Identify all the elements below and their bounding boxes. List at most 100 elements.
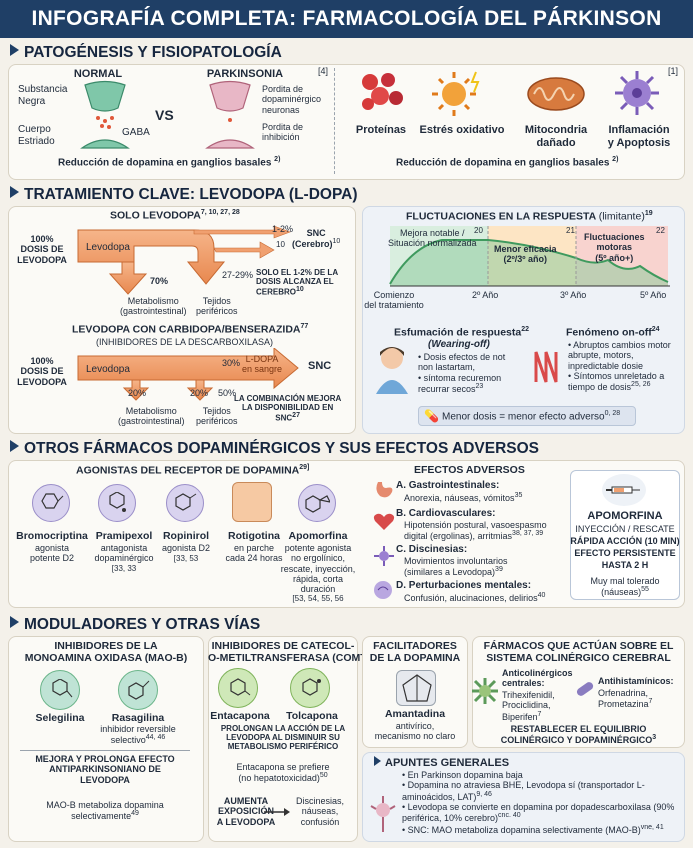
patch-icon <box>232 482 272 522</box>
mitochondria-icon <box>527 77 585 111</box>
on-off-wave-icon <box>534 351 558 383</box>
neuron-icon <box>370 796 396 832</box>
pct-20a: 20% <box>128 388 147 398</box>
perdida-inhibicion-label: Pordita de inhibición <box>262 122 304 143</box>
molecule-icon <box>118 670 158 710</box>
apo-line: INYECCIÓN / RESCATE <box>575 524 675 534</box>
reduccion-left: Reducción de dopamina en ganglios basale… <box>58 156 281 169</box>
maob-note: MEJORA Y PROLONGA EFECTO ANTIPARKINSONIA… <box>35 754 175 785</box>
combinacion-note: LA COMBINACIÓN MEJORA LA DISPONIBILIDAD … <box>234 394 342 424</box>
comt-pref: Entacapona se prefiere (no hepatotoxicid… <box>236 762 330 784</box>
colinergico-title: FÁRMACOS QUE ACTÚAN SOBRE EL SISTEMA COL… <box>483 640 674 665</box>
tired-person-icon <box>376 347 408 394</box>
effect-head: B. Cardiovasculares: <box>396 508 496 519</box>
syringe-icon <box>602 474 646 506</box>
apuntes-title: APUNTES GENERALES <box>374 756 509 770</box>
on-off-title: Fenómeno on-off24 <box>566 326 660 339</box>
parkinson-synapse-icon <box>205 80 255 149</box>
metabolismo-label: Metabolismo (gastrointestinal) <box>120 296 187 317</box>
neuron-icon <box>374 546 394 566</box>
section-heading-levodopa: TRATAMIENTO CLAVE: LEVODOPA (L-DOPA) <box>10 186 358 204</box>
selegilina-label: Selegilina <box>35 712 85 724</box>
amantadine-icon <box>396 670 436 706</box>
levodopa-flow-diagram <box>77 225 291 295</box>
carbidopa-subtitle: (INHIBIDORES DE LA DESCARBOXILASA) <box>96 337 274 347</box>
pct-50: 50% <box>218 388 237 398</box>
protein-icon <box>362 73 403 110</box>
menor-dosis-box <box>418 406 636 426</box>
receptor-icon <box>472 678 498 704</box>
ref-label: [4] <box>318 66 329 76</box>
antihistaminicos-head: Antihistamínicos: <box>598 676 674 686</box>
axis-label: 2º Año <box>472 290 499 300</box>
effect-head: C. Discinesias: <box>396 544 468 555</box>
anticolinergicos-body: Trihexifenidil, Prociclidina, Biperifen7 <box>502 690 555 722</box>
sun-icon <box>432 71 480 116</box>
wearing-off-item: síntoma recuremon recurrar secos23 <box>418 373 522 395</box>
on-off-list: Abruptos cambios motor abrupte, motors, … <box>568 340 680 393</box>
amantadina-desc: antivírico, mecanismo no claro <box>374 721 456 742</box>
drug-desc: en parche cada 24 horas <box>225 543 283 564</box>
molecule-icon <box>40 670 80 710</box>
comt-adverse: Discinesias, náuseas, confusión <box>295 796 344 827</box>
on-off-item: Abruptos cambios motor abrupte, motors, … <box>568 340 680 371</box>
anticolinergicos-head: Anticolinérgicos centrales: <box>502 668 573 689</box>
carbidopa-flow-diagram <box>77 348 299 401</box>
fluctuation-timeline-chart <box>389 226 670 287</box>
rasagilina-label: Rasagilina <box>111 712 165 724</box>
agonistas-title: AGONISTAS DEL RECEPTOR DE DOPAMINA29] <box>76 464 310 477</box>
effect-head: D. Perturbaciones mentales: <box>396 580 532 591</box>
drug-desc: agonista potente D2 <box>29 543 75 564</box>
pill-icon <box>576 682 594 696</box>
aumenta-label: AUMENTA EXPOSICIÓN A LEVODOPA <box>216 796 276 827</box>
molecule-icon <box>298 484 336 522</box>
comt-title: INHIBIDORES DE CATECOL- O-METILTRANSFERA… <box>208 640 371 665</box>
phase2-ref: 21 <box>566 226 575 235</box>
antihistaminicos-body: Orfenadrina, Prometazina7 <box>598 688 653 710</box>
stomach-icon <box>376 482 393 498</box>
reduccion-right: Reducción de dopamina en ganglios basale… <box>396 156 619 169</box>
page-title: INFOGRAFÍA COMPLETA: FARMACOLOGÍA DEL PÁ… <box>0 0 693 38</box>
effect-body: Confusión, alucinaciones, delirios40 <box>404 592 546 603</box>
molecule-icon <box>98 484 136 522</box>
phase1-ref: 20 <box>474 226 483 235</box>
axis-label: 3º Año <box>560 290 587 300</box>
drug-name: Rotigotina <box>228 530 280 542</box>
section-heading-moduladores: MODULADORES Y OTRAS VÍAS <box>10 616 260 634</box>
dose-100-label: 100% DOSIS DE LEVODOPA <box>17 356 67 387</box>
ref-label: [1] <box>668 66 679 76</box>
sustancia-negra-label: Substancia Negra <box>18 84 68 107</box>
pill-icon: 💊 <box>424 409 439 423</box>
axis-label: 5º Año <box>640 290 667 300</box>
cuerpo-estriado-label: Cuerpo Estriado <box>18 124 55 147</box>
axis-label: Comienzo del tratamiento <box>364 290 424 311</box>
drug-ref: [53, 54, 55, 56 <box>292 594 344 603</box>
facilitadores-title: FACILITADORES DE LA DOPAMINA <box>369 640 461 665</box>
apuntes-item: Levodopa se convierte en dopamina por do… <box>402 802 682 824</box>
phase3-ref: 22 <box>656 226 665 235</box>
cause-label: Inflamación y Apoptosis <box>607 124 671 149</box>
phase2-label: Menor eficacia (2º/3º año) <box>494 244 557 265</box>
effect-head: A. Gastrointestinales: <box>396 480 500 491</box>
effect-body: Hipotensión postural, vasoespasmo digita… <box>404 520 547 542</box>
maob-panel <box>8 636 204 842</box>
inflammation-cell-icon <box>615 71 659 115</box>
menor-dosis-label: Menor dosis = menor efecto adverso0, 28 <box>442 410 621 423</box>
comt-note: PROLONGAN LA ACCIÓN DE LA LEVODOPA AL DI… <box>220 724 346 752</box>
drug-desc: potente agonista no ergolínico, rescate,… <box>280 543 356 595</box>
drug-ref: [33, 53 <box>173 554 199 563</box>
heart-icon <box>373 513 395 530</box>
phase3-label: Fluctuaciones motoras (5º año+) <box>584 232 645 263</box>
snc-label: SNC <box>308 360 332 372</box>
on-off-item: Síntomos unreletado a tiempo de dosis25,… <box>568 371 680 393</box>
pct-27-29: 27-29% <box>222 270 254 280</box>
apo-line: EFECTO PERSISTENTE <box>574 548 676 558</box>
amantadina-label: Amantadina <box>384 708 446 720</box>
metabolismo-label: Metabolismo (gastrointestinal) <box>118 406 185 427</box>
molecule-icon <box>290 668 330 708</box>
levodopa-label: Levodopa <box>86 364 130 375</box>
apuntes-list: En Parkinson dopamina baja Dopamina no a… <box>402 770 682 835</box>
fluctuaciones-title: FLUCTUACIONES EN LA RESPUESTA (limitante… <box>406 210 653 223</box>
apuntes-item: En Parkinson dopamina baja <box>402 770 682 780</box>
pct-10: 10 <box>276 240 285 249</box>
